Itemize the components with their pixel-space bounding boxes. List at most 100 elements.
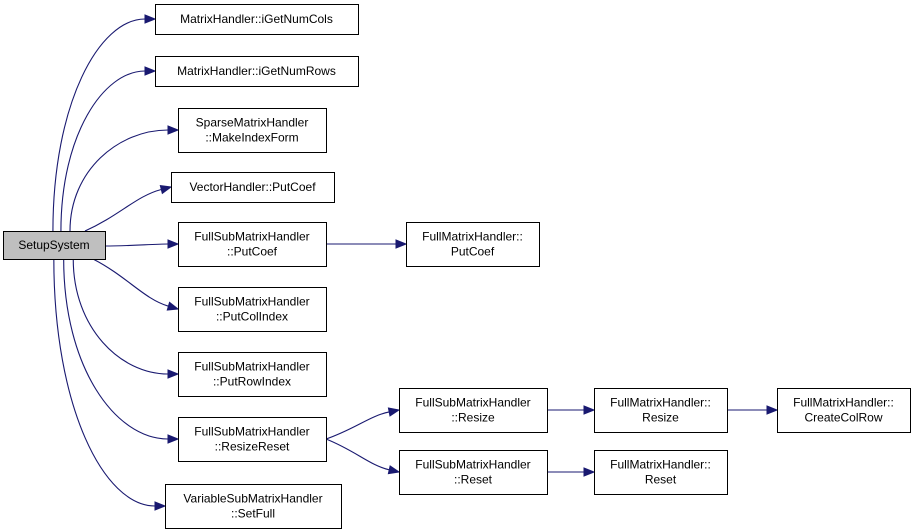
node-label: MatrixHandler::iGetNumRows [177, 64, 336, 78]
arrowhead [154, 501, 167, 511]
edge-setup_system-to-make_index_form [69, 125, 180, 232]
node-box [171, 172, 335, 203]
node-label: ::ResizeReset [215, 440, 290, 454]
node-fsub-reset[interactable]: FullSubMatrixHandler::Reset [399, 450, 548, 495]
edge-setup_system-to-get_num_rows [60, 66, 157, 232]
edge-setup_system-to-put_row_index [72, 258, 180, 379]
arrowhead [395, 239, 408, 249]
node-label: FullMatrixHandler:: [422, 230, 523, 244]
node-put-row-index[interactable]: FullSubMatrixHandler::PutRowIndex [178, 352, 327, 397]
node-label: PutCoef [451, 245, 495, 259]
edge-line [325, 411, 390, 440]
node-full-reset[interactable]: FullMatrixHandler::Reset [594, 450, 728, 495]
node-label: ::SetFull [231, 507, 275, 521]
node-box [165, 484, 342, 529]
arrowhead [167, 239, 180, 249]
edge-line [60, 70, 146, 232]
node-label: Reset [645, 473, 677, 487]
edge-setup_system-to-resize_reset [63, 258, 180, 444]
arrowhead [387, 465, 401, 475]
edge-fsub_put_coef-to-full_put_coef [326, 239, 408, 249]
node-make-index-form[interactable]: SparseMatrixHandler::MakeIndexForm [178, 108, 327, 153]
node-label: ::Reset [454, 473, 493, 487]
node-vec-put-coef[interactable]: VectorHandler::PutCoef [171, 172, 335, 203]
node-full-put-coef[interactable]: FullMatrixHandler::PutCoef [406, 222, 540, 267]
node-label: VectorHandler::PutCoef [189, 180, 316, 194]
node-label: FullMatrixHandler:: [610, 458, 711, 472]
node-get-num-cols[interactable]: MatrixHandler::iGetNumCols [155, 4, 359, 35]
edge-fsub_reset-to-full_reset [547, 467, 596, 477]
node-resize-reset[interactable]: FullSubMatrixHandler::ResizeReset [178, 417, 327, 462]
edge-line [72, 258, 169, 375]
arrowhead [144, 14, 157, 24]
node-box [155, 56, 359, 87]
node-get-num-rows[interactable]: MatrixHandler::iGetNumRows [155, 56, 359, 87]
arrowhead [159, 185, 173, 195]
node-box [155, 4, 359, 35]
node-label: FullMatrixHandler:: [610, 396, 711, 410]
node-label: MatrixHandler::iGetNumCols [180, 12, 333, 26]
node-box [178, 352, 327, 397]
edge-setup_system-to-put_col_index [92, 258, 180, 311]
node-setup-system[interactable]: SetupSystem [3, 231, 106, 260]
node-fsub-resize[interactable]: FullSubMatrixHandler::Resize [399, 388, 548, 433]
edge-full_resize-to-create_col_row [727, 405, 779, 415]
node-label: FullMatrixHandler:: [793, 396, 894, 410]
node-full-resize[interactable]: FullMatrixHandler::Resize [594, 388, 728, 433]
node-label: ::MakeIndexForm [205, 131, 298, 145]
arrowhead [167, 434, 180, 444]
arrowhead [167, 369, 180, 379]
edge-line [92, 258, 169, 307]
edge-resize_reset-to-fsub_resize [325, 407, 401, 440]
arrowhead [583, 405, 596, 415]
edges-layer [52, 14, 779, 511]
arrowhead [387, 407, 401, 417]
node-put-col-index[interactable]: FullSubMatrixHandler::PutColIndex [178, 287, 327, 332]
node-box [406, 222, 540, 267]
edge-line [53, 258, 156, 507]
edge-line [84, 188, 162, 232]
edge-line [104, 243, 169, 247]
node-fsub-put-coef[interactable]: FullSubMatrixHandler::PutCoef [178, 222, 327, 267]
node-label: ::Resize [451, 411, 495, 425]
node-label: FullSubMatrixHandler [194, 425, 309, 439]
arrowhead [583, 467, 596, 477]
node-label: SparseMatrixHandler [196, 116, 309, 130]
node-label: VariableSubMatrixHandler [183, 492, 322, 506]
node-var-set-full[interactable]: VariableSubMatrixHandler::SetFull [165, 484, 342, 529]
node-label: ::PutCoef [227, 245, 278, 259]
edge-setup_system-to-get_num_cols [52, 14, 157, 232]
node-label: ::PutRowIndex [213, 375, 291, 389]
node-label: CreateColRow [804, 411, 882, 425]
node-label: SetupSystem [18, 238, 89, 252]
arrowhead [766, 405, 779, 415]
node-label: FullSubMatrixHandler [415, 396, 530, 410]
node-create-col-row[interactable]: FullMatrixHandler::CreateColRow [777, 388, 911, 433]
edge-resize_reset-to-fsub_reset [325, 438, 401, 475]
edge-setup_system-to-var_set_full [53, 258, 167, 511]
node-label: FullSubMatrixHandler [194, 295, 309, 309]
node-box [399, 388, 548, 433]
node-box [594, 450, 728, 495]
node-label: FullSubMatrixHandler [415, 458, 530, 472]
node-box [178, 287, 327, 332]
arrowhead [166, 301, 180, 311]
edge-line [69, 129, 169, 232]
arrowhead [144, 66, 157, 76]
node-box [178, 417, 327, 462]
node-box [178, 222, 327, 267]
node-label: FullSubMatrixHandler [194, 230, 309, 244]
arrowhead [167, 125, 180, 135]
node-label: ::PutColIndex [216, 310, 288, 324]
node-box [178, 108, 327, 153]
node-box [594, 388, 728, 433]
node-box [399, 450, 548, 495]
node-label: Resize [642, 411, 679, 425]
edge-setup_system-to-fsub_put_coef [104, 239, 180, 249]
edge-line [325, 438, 390, 471]
edge-line [52, 18, 146, 232]
edge-line [63, 258, 169, 440]
node-box [777, 388, 911, 433]
node-label: FullSubMatrixHandler [194, 360, 309, 374]
